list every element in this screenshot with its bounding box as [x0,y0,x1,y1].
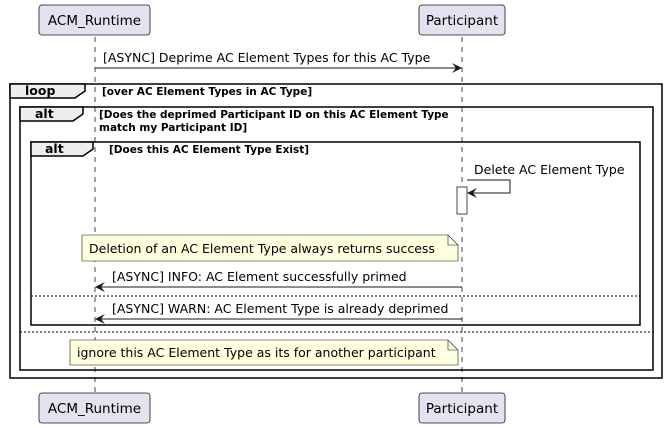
message-warn-label: [ASYNC] WARN: AC Element Type is already… [112,301,448,316]
participant-acm-runtime-bottom: ACM_Runtime [38,392,151,424]
participant-participant-bottom: Participant [418,392,506,424]
loop-keyword: loop [25,83,55,98]
participant-label: Participant [426,401,498,417]
note-deletion-text: Deletion of an AC Element Type always re… [89,241,435,256]
loop-condition: [over AC Element Types in AC Type] [102,86,312,98]
alt-inner-keyword: alt [45,141,64,156]
note-ignore-text: ignore this AC Element Type as its for a… [77,345,436,360]
alt-inner-fragment: alt [Does this AC Element Type Exist] [30,141,641,326]
participant-label: ACM_Runtime [48,401,141,417]
note-ignore: ignore this AC Element Type as its for a… [69,339,459,366]
alt-inner-condition: [Does this AC Element Type Exist] [109,144,309,156]
loop-fragment: loop [over AC Element Types in AC Type] [9,83,663,379]
participant-acm-runtime-top: ACM_Runtime [38,4,151,36]
note-deletion: Deletion of an AC Element Type always re… [81,234,459,262]
message-info-label: [ASYNC] INFO: AC Element successfully pr… [112,269,407,284]
alt-outer-keyword: alt [35,106,54,121]
message-delete-label: Delete AC Element Type [474,162,625,177]
participant-label: ACM_Runtime [48,13,141,29]
message-deprime-label: [ASYNC] Deprime AC Element Types for thi… [103,50,431,65]
participant-label: Participant [426,13,498,29]
alt-outer-condition-line2: match my Participant ID] [99,122,247,134]
message-delete-arrow [467,179,511,198]
alt-outer-condition-line1: [Does the deprimed Participant ID on thi… [99,109,449,121]
activation-bar [456,186,468,215]
alt-outer-fragment: alt [Does the deprimed Participant ID on… [19,106,654,371]
participant-participant-top: Participant [418,4,506,36]
